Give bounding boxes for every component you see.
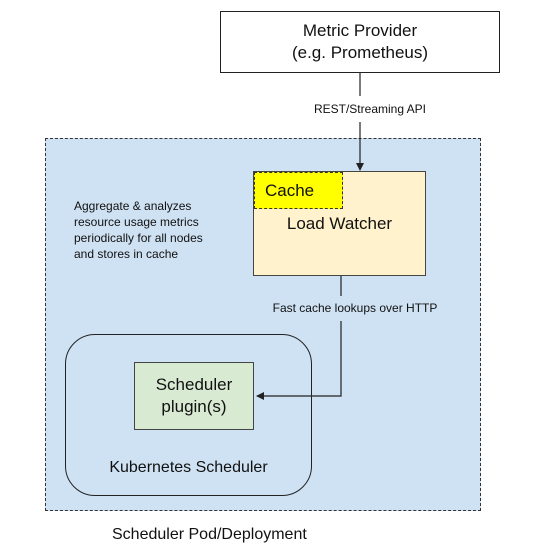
metric-provider-subtitle: (e.g. Prometheus) xyxy=(291,43,429,62)
aggregate-note-line-4: and stores in cache xyxy=(74,247,179,261)
aggregate-note: Aggregate & analyzes resource usage metr… xyxy=(74,198,249,262)
cache-box: Cache xyxy=(254,172,343,209)
fast-lookups-label: Fast cache lookups over HTTP xyxy=(272,301,438,315)
aggregate-note-line-3: periodically for all nodes xyxy=(74,231,203,245)
metric-provider-title: Metric Provider xyxy=(302,21,418,40)
kubernetes-scheduler-box xyxy=(65,334,312,496)
scheduler-plugin-line-1: Scheduler xyxy=(155,375,233,394)
kubernetes-scheduler-label: Kubernetes Scheduler xyxy=(109,459,268,476)
scheduler-plugin-box: Scheduler plugin(s) xyxy=(134,362,254,430)
scheduler-pod-label: Scheduler Pod/Deployment xyxy=(112,526,307,543)
scheduler-plugin-line-2: plugin(s) xyxy=(161,397,227,416)
metric-provider-box: Metric Provider (e.g. Prometheus) xyxy=(220,11,500,73)
aggregate-note-line-1: Aggregate & analyzes xyxy=(74,199,192,213)
lookup-to-plugin-arrow xyxy=(256,321,342,400)
aggregate-note-line-2: resource usage metrics xyxy=(74,215,199,229)
rest-api-label: REST/Streaming API xyxy=(313,102,427,116)
load-watcher-label: Load Watcher xyxy=(286,214,393,233)
